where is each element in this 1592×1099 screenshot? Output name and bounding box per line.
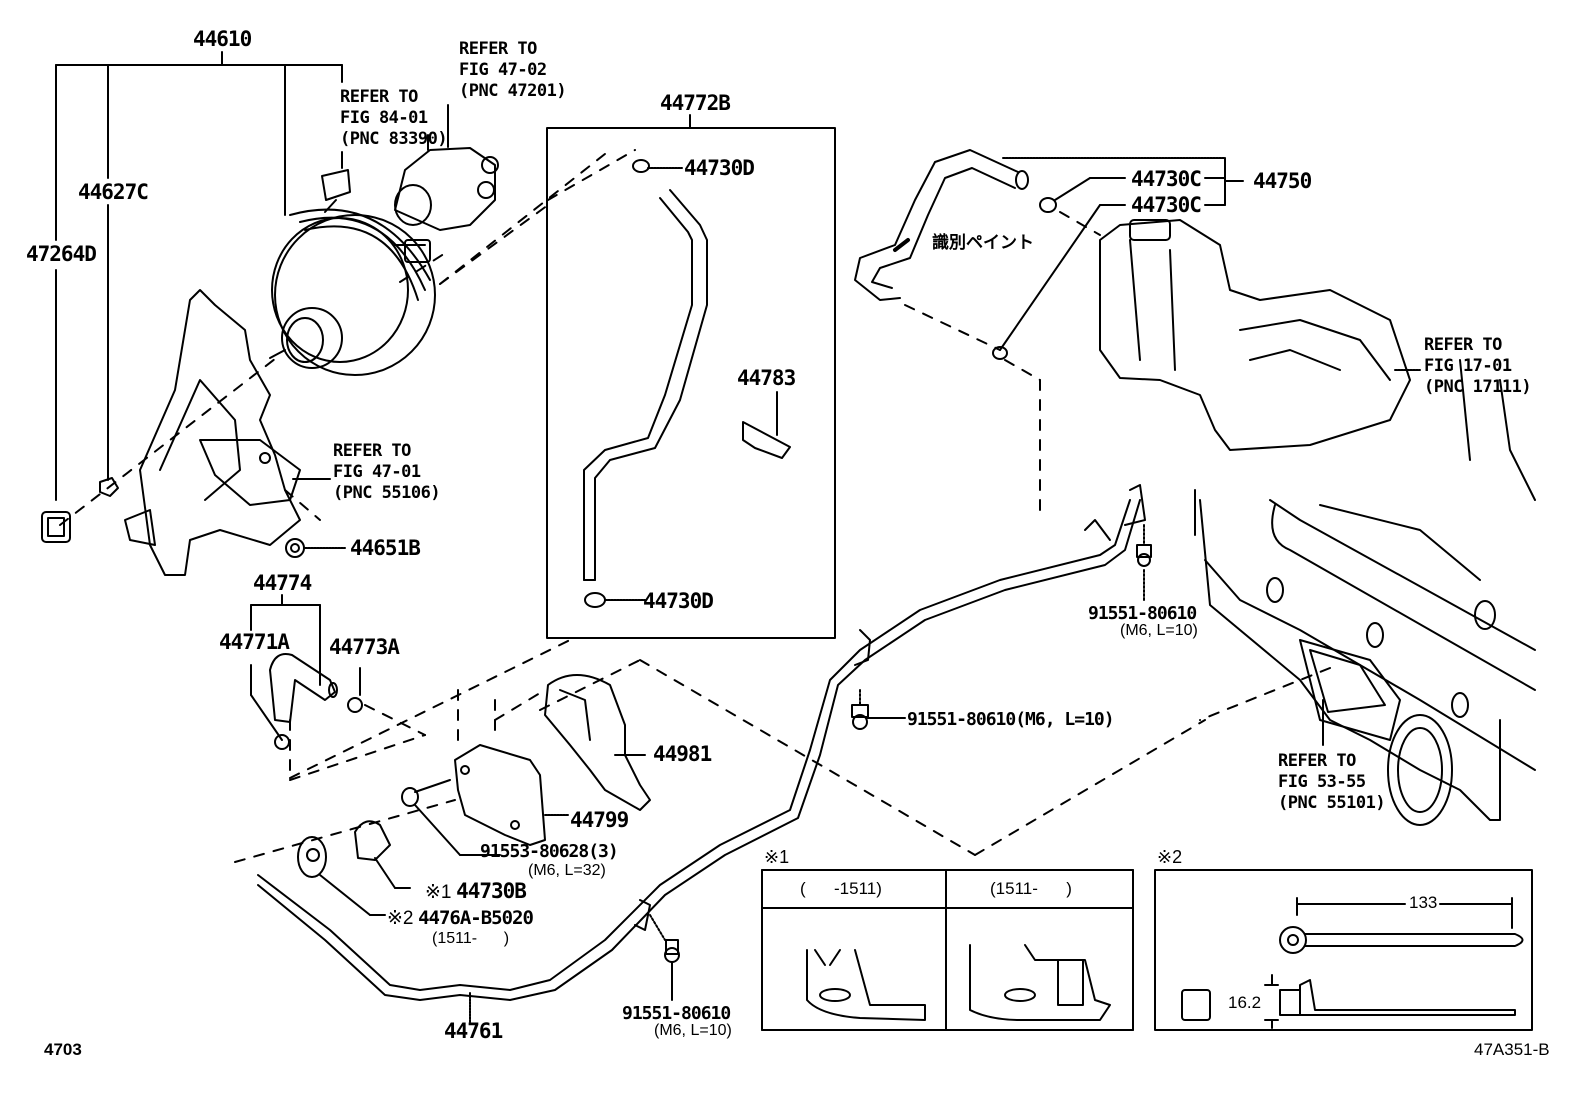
ref-fig-47-01[interactable]: REFER TO FIG 47-01 (PNC 55106) [333,441,441,503]
leader-dashed-intake [904,211,1101,511]
part-label-47264d[interactable]: 47264D [26,242,97,266]
part-spec-91551-bottom: (M6, L=10) [654,1022,732,1039]
box-44772b [546,114,836,639]
part-label-4476a-row[interactable]: ※2 4476A-B5020 [387,907,534,929]
part-label-44761[interactable]: 44761 [444,1019,503,1043]
part-label-44730c-2[interactable]: 44730C [1131,193,1202,217]
part-label-91551-80610-right[interactable]: 91551-80610 [1088,603,1197,624]
part-label-44730d-bottom[interactable]: 44730D [643,589,714,613]
leader-dashed-44799 [234,659,1206,863]
part-label-4476a-b5020[interactable]: 4476A-B5020 [418,907,534,929]
part-label-44730b[interactable]: 44730B [456,879,527,903]
part-label-44771a[interactable]: 44771A [219,630,290,654]
pedal-bracket [124,289,301,576]
ref-fig-53-55[interactable]: REFER TO FIG 53-55 (PNC 55101) [1278,751,1386,813]
bolts [649,524,1152,1001]
hose-44750 [854,149,1244,351]
detail-mark-2: ※2 [387,908,414,929]
body-panel [1194,359,1536,826]
detail-1-col-before: ( -1511) [800,879,882,898]
leader-dashed-44772b [439,204,549,285]
nut-44651b [285,538,346,558]
leader-dashed-44774 [289,639,571,781]
identification-paint-note: 識別ペイント [932,233,1034,253]
detail-2-height-dim: 16.2 [1228,993,1262,1012]
part-label-44610[interactable]: 44610 [193,27,252,51]
leader-dashed-44730d [547,149,636,201]
part-label-44773a[interactable]: 44773A [329,635,400,659]
brake-booster [269,208,436,376]
detail-1-mark: ※1 [764,847,790,867]
part-label-44981[interactable]: 44981 [653,742,712,766]
intake-manifold [1099,219,1421,451]
detail-2-box [1154,869,1533,1031]
clip-4476a [297,836,386,916]
part-label-44772b[interactable]: 44772B [660,91,731,115]
ref-fig-17-01[interactable]: REFER TO FIG 17-01 (PNC 17111) [1424,335,1532,397]
ref-fig-84-01[interactable]: REFER TO FIG 84-01 (PNC 83390) [340,87,448,149]
part-label-91551-80610-mid[interactable]: 91551-80610(M6, L=10) [907,709,1115,730]
detail-1-box [761,869,1134,1031]
part-label-44627c[interactable]: 44627C [78,180,149,204]
leader-dashed-master [399,149,611,285]
clip-44730b [354,820,411,889]
part-label-44750[interactable]: 44750 [1253,169,1312,193]
part-label-44783[interactable]: 44783 [737,366,796,390]
part-label-44651b[interactable]: 44651B [350,536,421,560]
detail-2-mark: ※2 [1157,847,1183,867]
part-label-44730c-1[interactable]: 44730C [1131,167,1202,191]
nut-44627c [99,477,119,497]
hose-44774 [250,594,363,750]
detail-2-length-dim: 133 [1409,893,1438,912]
pipe-44761 [257,499,1141,1023]
detail-1-col-after: (1511- ) [990,879,1072,898]
bracket-44610 [55,51,343,501]
master-cylinder [394,104,499,231]
clip-44730c [992,346,1008,360]
pipe-clamps [634,484,1146,931]
bracket-44799 [401,744,569,856]
figure-code: 4703 [44,1040,82,1059]
part-label-91551-80610-bottom[interactable]: 91551-80610 [622,1003,731,1024]
bracket-44981 [544,674,651,811]
leader-dashed-panel [1199,667,1331,721]
part-label-91553-80628[interactable]: 91553-80628(3) [480,841,619,862]
part-label-44730d-top[interactable]: 44730D [684,156,755,180]
part-spec-91551-right: (M6, L=10) [1120,622,1198,639]
part-label-44799[interactable]: 44799 [570,808,629,832]
clip-47264d [41,511,71,543]
part-spec-91553: (M6, L=32) [528,862,606,879]
ref-fig-47-02[interactable]: REFER TO FIG 47-02 (PNC 47201) [459,39,567,101]
part-label-44774[interactable]: 44774 [253,571,312,595]
leader-dashed-bracket [59,354,321,526]
illustration-id: 47A351-B [1474,1040,1550,1059]
part-range-4476a: (1511- ) [432,930,510,947]
part-label-44730b-row[interactable]: ※1 44730B [425,879,527,903]
stop-lamp-switch [321,151,351,213]
detail-mark-1: ※1 [425,882,452,903]
